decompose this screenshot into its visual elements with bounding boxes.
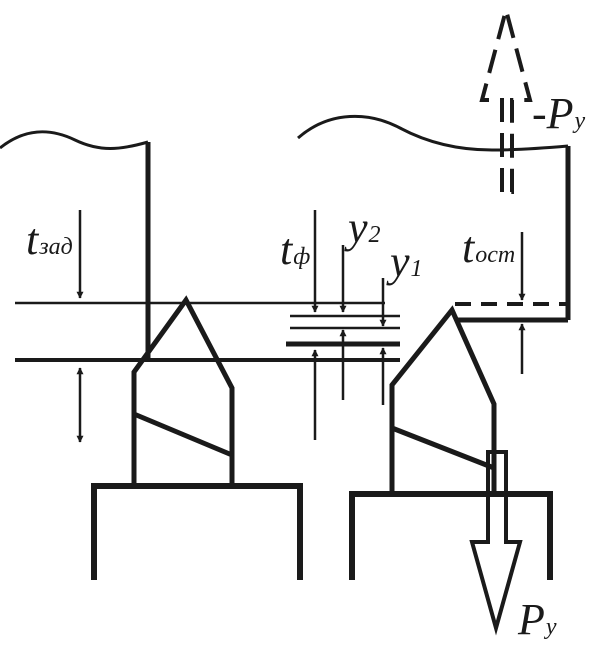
label-t-ost: tост [462,223,516,272]
label-t-zad: tзад [26,215,73,264]
label-minus-py: -Pу [532,89,586,138]
left-cutting-tool [131,295,235,484]
right-workpiece-wavy-edge [297,114,569,152]
left-workpiece-wavy-edge [0,130,149,150]
label-y1: y1 [390,237,423,286]
right-tool-inner-line [391,425,495,471]
left-tool-holder [91,483,303,580]
py-force-arrow [469,450,523,636]
left-tool-inner-line [133,411,233,458]
label-py: Pу [518,595,557,644]
label-t-f: tф [280,225,311,274]
minus-py-dashed-arrow [479,2,533,194]
right-tool-holder [349,491,553,580]
right-cutting-tool [389,305,497,492]
label-y2: y2 [348,203,381,252]
